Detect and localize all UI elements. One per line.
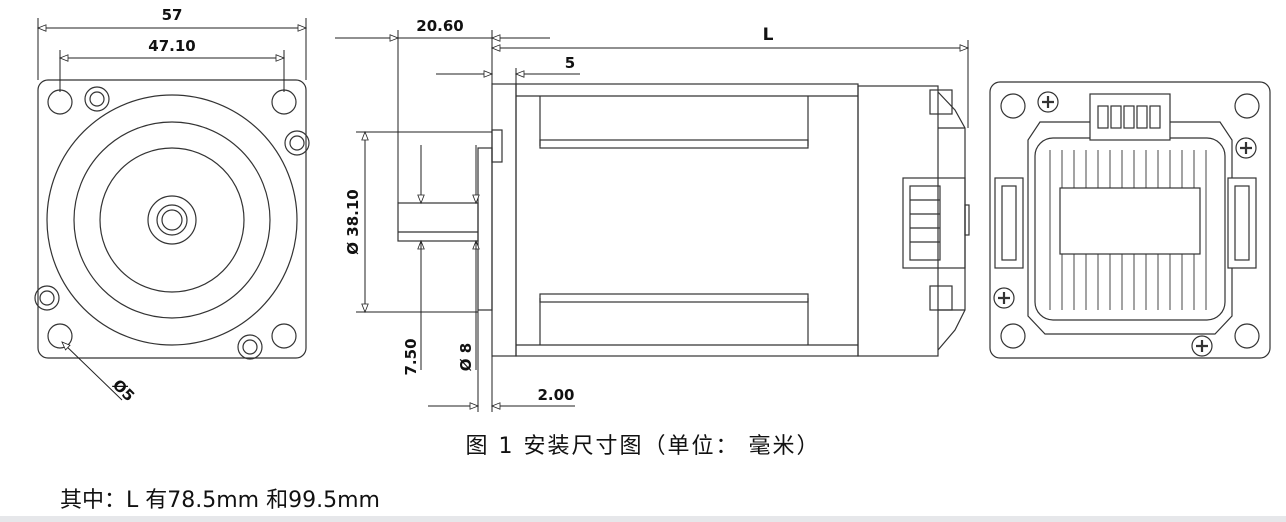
dim-hole-diameter: Ø5 xyxy=(109,376,138,405)
dim-hole-spacing: 47.10 xyxy=(148,37,195,55)
dim-boss-depth: 5 xyxy=(565,54,575,72)
dim-motor-length: L xyxy=(763,25,774,45)
rear-view xyxy=(989,81,1271,359)
dim-shaft-length: 20.60 xyxy=(416,17,463,35)
dim-width-total: 57 xyxy=(162,6,183,24)
dim-flange-thickness: 2.00 xyxy=(537,386,574,404)
front-view xyxy=(34,79,310,360)
mounting-dimension-drawing: 57 47.10 20.60 L 5 Ø 38.10 7.50 Ø 8 2.00… xyxy=(34,6,1271,412)
bottom-scrollbar-track xyxy=(0,516,1286,522)
figure-caption: 图 1 安装尺寸图（单位： 毫米） xyxy=(465,434,821,459)
dim-shaft-diameter: Ø 8 xyxy=(457,343,475,371)
dim-pilot-diameter: Ø 38.10 xyxy=(344,189,362,254)
dim-flat-depth: 7.50 xyxy=(402,338,420,375)
side-view xyxy=(397,83,970,357)
length-note: 其中：L 有78.5mm 和99.5mm xyxy=(60,488,380,513)
